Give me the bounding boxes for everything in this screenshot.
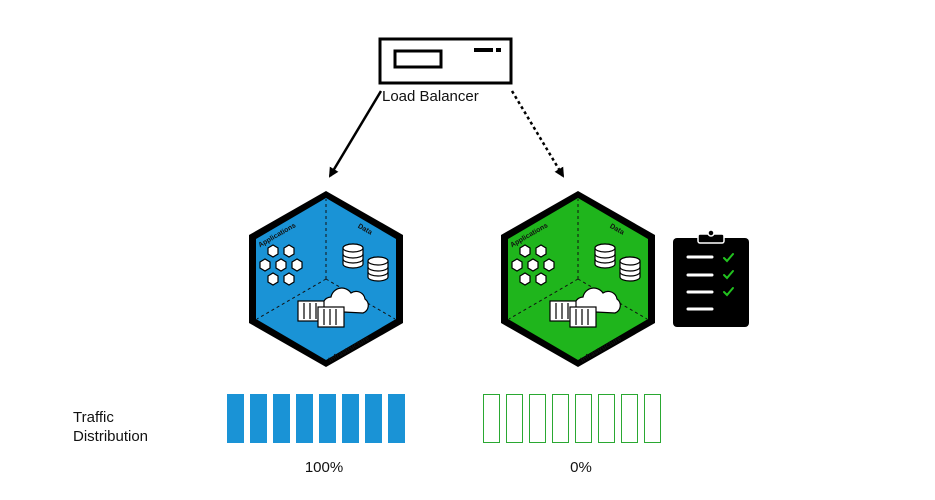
- traffic-label-line2: Distribution: [73, 428, 149, 445]
- standby-traffic-arrow: [510, 90, 565, 178]
- active-traffic-arrow: [328, 90, 383, 178]
- standby-environment-hexagon: Applications Data Infrastructure: [501, 191, 655, 367]
- traffic-bar: [644, 394, 661, 443]
- traffic-bar: [552, 394, 569, 443]
- traffic-bar: [529, 394, 546, 443]
- traffic-bar: [273, 394, 290, 443]
- active-traffic-percent: 100%: [304, 459, 344, 476]
- traffic-bar: [250, 394, 267, 443]
- active-traffic-bars: [227, 394, 405, 443]
- traffic-label-line1: Traffic: [73, 409, 114, 426]
- traffic-bar: [227, 394, 244, 443]
- traffic-bar: [365, 394, 382, 443]
- traffic-bar: [388, 394, 405, 443]
- server-icon: [378, 37, 513, 85]
- active-environment-hexagon: Applications Data Infrastructure: [249, 191, 403, 367]
- traffic-bar: [342, 394, 359, 443]
- standby-traffic-bars: [483, 394, 661, 443]
- traffic-bar: [621, 394, 638, 443]
- load-balancer-label: Load Balancer: [382, 88, 479, 105]
- traffic-bar: [575, 394, 592, 443]
- traffic-bar: [296, 394, 313, 443]
- traffic-distribution-label: Traffic Distribution: [73, 408, 148, 446]
- traffic-bar: [506, 394, 523, 443]
- traffic-bar: [598, 394, 615, 443]
- traffic-bar: [319, 394, 336, 443]
- traffic-bar: [483, 394, 500, 443]
- standby-traffic-percent: 0%: [570, 459, 592, 476]
- clipboard-checklist-icon: [673, 229, 749, 327]
